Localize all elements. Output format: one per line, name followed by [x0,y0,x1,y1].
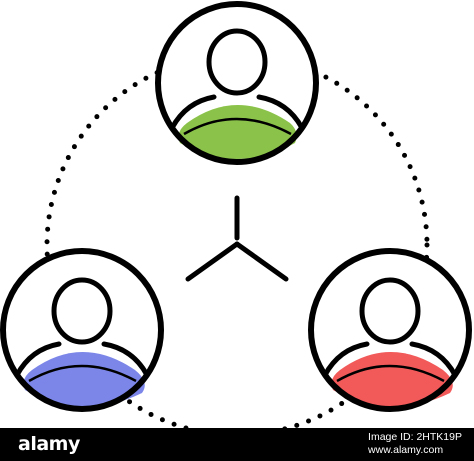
user-body-top [178,105,297,159]
site-url-text: www.alamy.com [368,444,444,456]
watermark-bar: alamy Image ID: 2HTK19P www.alamy.com [0,428,474,461]
user-icon [51,277,113,345]
dotted-connection-ring [44,52,430,428]
three-way-junction-icon [185,195,289,282]
user-icon [206,28,268,96]
user-body-right [331,352,453,407]
user-avatar-right [308,248,472,412]
network-illustration [0,1,472,428]
image-id-text: Image ID: 2HTK19P [368,431,462,443]
user-icon [359,277,421,345]
stock-image-info: Image ID: 2HTK19P www.alamy.com [368,431,462,457]
user-avatar-left [0,248,164,412]
user-avatar-top [155,1,319,165]
user-body-left [23,352,145,407]
brand-logo: alamy [18,433,80,455]
